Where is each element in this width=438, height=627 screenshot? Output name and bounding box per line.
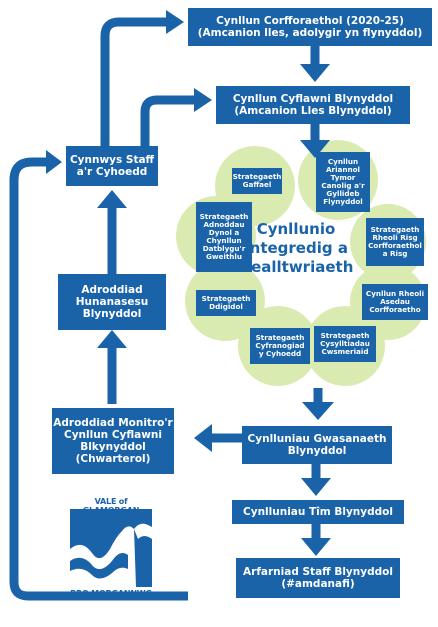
cysylltiadau-line-2: Cysylltiadau xyxy=(320,338,370,348)
service-plans-box: Cynlluniau Gwasanaeth Blynyddol xyxy=(242,426,392,464)
arrowhead-staff-up xyxy=(97,190,127,208)
strategy-asedau: Cynllun Rheoli Asedau Corfforaetho xyxy=(362,284,428,320)
logo-emblem-icon xyxy=(70,509,152,587)
loop-arrow-line xyxy=(9,157,188,601)
service-plans-line-2: Blynyddol xyxy=(287,445,347,457)
center-line-3: Dealltwriaeth xyxy=(238,257,354,276)
arrowhead-appraisal-down xyxy=(301,538,331,556)
center-line-2: Integredig a xyxy=(244,238,348,257)
arrowhead-loop xyxy=(46,150,62,174)
monitoring-line-2: Cynllun Cyflawni xyxy=(63,428,163,441)
arrowhead-monitoring-left xyxy=(194,424,212,452)
corporate-plan-box: Cynllun Corfforaethol (2020-25) (Amcanio… xyxy=(188,8,432,46)
monitoring-line-1: Adroddiad Monitro'r xyxy=(53,416,173,429)
ariannol-line-4: Gyllideb xyxy=(326,189,360,199)
monitoring-report-box: Adroddiad Monitro'r Cynllun Cyflawni Blk… xyxy=(52,408,174,474)
arrowhead-team-down xyxy=(301,478,331,496)
ddigidol-line-2: Ddigidol xyxy=(209,302,243,311)
arrowheads xyxy=(46,10,334,556)
annual-delivery-box: Cynllun Cyflawni Blynyddol (Amcanion Lle… xyxy=(216,86,410,124)
staff-appraisal-line-1: Arfarniad Staff Blynyddol xyxy=(243,565,393,578)
staff-to-corporate-line xyxy=(100,17,168,146)
strategy-risg: Strategaeth Rheoli Risg Corfforaethol a … xyxy=(366,218,424,266)
team-plans-box: Cynlluniau Tîm Blynyddol xyxy=(232,500,404,524)
strategy-ariannol: Cynllun Ariannol Tymor Canolig a'r Gylli… xyxy=(316,152,370,212)
arrowhead-corporate xyxy=(166,10,184,34)
arrowhead-delivery xyxy=(194,88,212,112)
corporate-plan-title: Cynllun Corfforaethol (2020-25) xyxy=(216,14,404,27)
strategy-cyfranogiad: Strategaeth Cyfranogiad y Cyhoedd xyxy=(250,328,310,364)
ddigidol-line-1: Strategaeth xyxy=(201,293,251,303)
self-assessment-line-1: Adroddiad xyxy=(81,283,143,296)
annual-delivery-title: Cynllun Cyflawni Blynyddol xyxy=(232,92,394,105)
strategy-cysylltiadau: Strategaeth Cysylltiadau Cwsmeriaid xyxy=(314,326,376,362)
ariannol-line-2: Ariannol Tymor xyxy=(325,164,361,182)
cysylltiadau-line-1: Strategaeth xyxy=(320,330,370,340)
arrowhead-service-down xyxy=(302,402,334,420)
adnoddau-line-6: Gweithlu xyxy=(205,252,242,262)
arrowhead-circles-down xyxy=(300,140,330,158)
staff-appraisal-line-2: (#amdanafi) xyxy=(281,578,355,590)
team-plans-label: Cynlluniau Tîm Blynyddol xyxy=(243,505,393,518)
adnoddau-line-3: Dynol a xyxy=(208,227,240,237)
corporate-plan-subtitle: (Amcanion lles, adolygir yn flynyddol) xyxy=(197,27,423,39)
vale-of-glamorgan-logo: VALE of GLAMORGAN BRO MORGANNWG xyxy=(66,497,156,601)
monitoring-line-3: Blkynyddol xyxy=(80,441,146,453)
strategy-adnoddau: Strategaeth Adnoddau Dynol a Chynllun Da… xyxy=(196,202,252,272)
ariannol-line-3: Canolig a'r xyxy=(321,181,365,190)
self-assessment-box: Adroddiad Hunanasesu Blynyddol xyxy=(58,274,166,330)
gaffael-line-2: Gaffael xyxy=(242,180,272,189)
center-line-1: Cynllunio xyxy=(256,220,336,238)
strategy-gaffael: Strategaeth Gaffael xyxy=(232,168,282,194)
arrows xyxy=(9,17,323,601)
cyfranogiad-line-1: Strategaeth xyxy=(255,332,305,342)
self-assessment-line-2: Hunanasesu xyxy=(75,295,149,308)
annual-delivery-subtitle: (Amcanion Lles Blynyddol) xyxy=(234,105,392,117)
arrowhead-self-up xyxy=(97,330,127,348)
asedau-line-3: Corfforaetho xyxy=(369,305,421,315)
risg-line-4: a Risg xyxy=(382,249,408,259)
adnoddau-line-4: Chynllun xyxy=(206,236,242,245)
ariannol-line-1: Cynllun xyxy=(327,156,359,166)
staff-public-line-1: Cynnwys Staff xyxy=(69,153,155,166)
gaffael-line-1: Strategaeth xyxy=(232,171,282,181)
risg-line-1: Strategaeth xyxy=(370,224,420,234)
asedau-line-1: Cynllun Rheoli xyxy=(365,288,425,298)
cyfranogiad-line-2: Cyfranogiad xyxy=(255,340,305,350)
self-assessment-line-3: Blynyddol xyxy=(82,308,142,321)
ariannol-line-5: Flynyddol xyxy=(323,197,363,207)
adnoddau-line-5: Datblygu'r xyxy=(202,244,246,254)
risg-line-3: Corfforaethol xyxy=(368,241,422,250)
cysylltiadau-line-3: Cwsmeriaid xyxy=(321,347,369,357)
staff-public-line-2: a'r Cyhoedd xyxy=(76,166,148,178)
adnoddau-line-2: Adnoddau xyxy=(203,219,245,229)
staff-to-delivery-line xyxy=(140,95,196,146)
integrated-planning-title: Cynllunio Integredig a Dealltwriaeth xyxy=(233,220,359,276)
adnoddau-line-1: Strategaeth xyxy=(199,211,249,221)
monitoring-line-4: (Chwarterol) xyxy=(75,453,151,466)
logo-bottom-text: BRO MORGANNWG xyxy=(70,589,152,598)
staff-appraisal-box: Arfarniad Staff Blynyddol (#amdanafi) xyxy=(236,558,400,598)
cyfranogiad-line-3: y Cyhoedd xyxy=(258,349,302,359)
service-plans-line-1: Cynlluniau Gwasanaeth xyxy=(247,432,387,445)
risg-line-2: Rheoli Risg xyxy=(372,232,418,242)
staff-public-box: Cynnwys Staff a'r Cyhoedd xyxy=(66,146,158,186)
arrowhead-corporate-down xyxy=(300,64,330,82)
asedau-line-2: Asedau xyxy=(380,296,410,306)
strategy-ddigidol: Strategaeth Ddigidol xyxy=(196,290,256,316)
